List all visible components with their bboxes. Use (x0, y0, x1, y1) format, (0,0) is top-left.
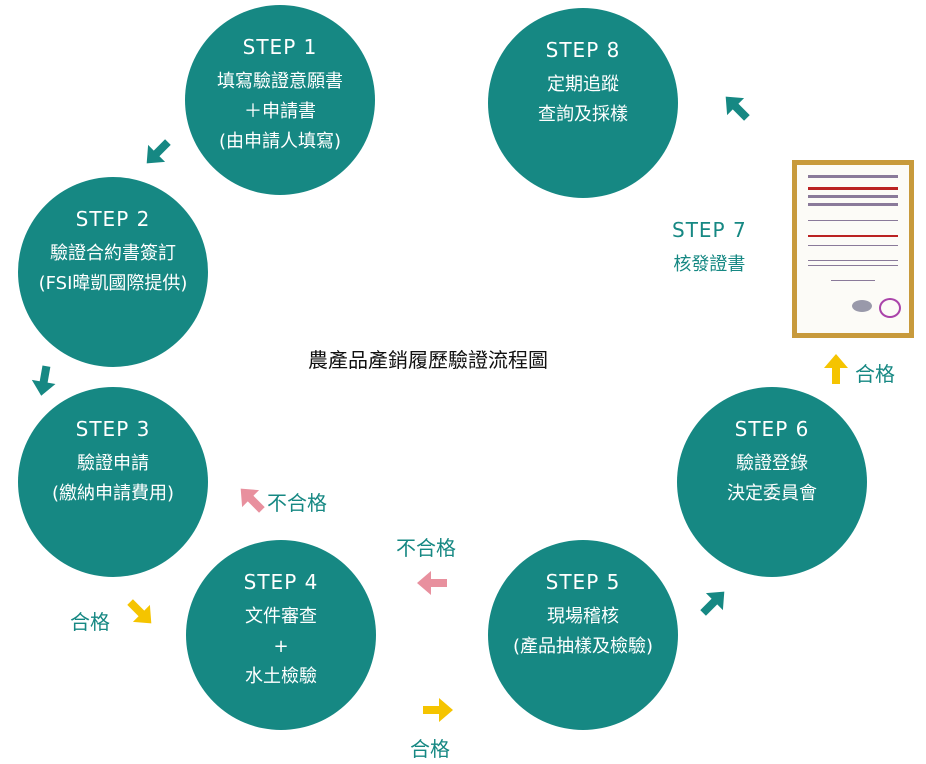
arrow-down-icon (29, 364, 59, 398)
fail-arrow-icon (417, 571, 447, 595)
step-8-circle: STEP 8 定期追蹤 查詢及採樣 (488, 8, 678, 198)
step-label: STEP 4 (243, 570, 319, 594)
certificate-image (792, 160, 914, 338)
step-label: STEP 7 (672, 218, 747, 242)
arrow-up-right-icon (694, 583, 733, 622)
step-label: STEP 5 (545, 570, 621, 594)
step-text: 驗證登錄 (736, 453, 808, 474)
step-2-circle: STEP 2 驗證合約書簽訂 (FSI暐凱國際提供) (18, 177, 208, 367)
pass-label: 合格 (410, 737, 450, 761)
step-text: 填寫驗證意願書 (217, 71, 343, 92)
step-4-circle: STEP 4 文件審查 + 水土檢驗 (186, 540, 376, 730)
arrow-down-left-icon (138, 133, 177, 172)
fail-arrow-icon (232, 480, 271, 519)
step-7-label: STEP 7 核發證書 (672, 218, 747, 276)
step-label: STEP 6 (734, 417, 810, 441)
pass-arrow-icon (423, 698, 453, 722)
fail-label: 不合格 (267, 491, 327, 515)
step-text: + (273, 636, 289, 657)
step-text: 現場稽核 (547, 606, 619, 627)
pass-label: 合格 (855, 362, 895, 386)
step-label: STEP 1 (242, 35, 318, 59)
pass-arrow-icon (121, 593, 160, 632)
step-text: 驗證申請 (77, 453, 149, 474)
step-text: ＋申請書 (244, 101, 316, 122)
step-text: 定期追蹤 (547, 74, 619, 95)
step-text: (產品抽樣及檢驗) (512, 636, 654, 657)
step-3-circle: STEP 3 驗證申請 (繳納申請費用) (18, 387, 208, 577)
step-text: 文件審查 (245, 606, 317, 627)
step-text: (FSI暐凱國際提供) (38, 273, 188, 294)
step-label: STEP 3 (75, 417, 151, 441)
arrow-up-left-icon (717, 88, 756, 127)
step-text: 決定委員會 (727, 483, 817, 504)
step-label: STEP 2 (75, 207, 151, 231)
step-text: (由申請人填寫) (218, 131, 342, 152)
step-text: 驗證合約書簽訂 (50, 243, 176, 264)
step-1-circle: STEP 1 填寫驗證意願書 ＋申請書 (由申請人填寫) (185, 5, 375, 195)
pass-arrow-icon (824, 354, 848, 384)
step-text: 核發證書 (673, 254, 746, 275)
step-label: STEP 8 (545, 38, 621, 62)
step-text: 水土檢驗 (245, 666, 317, 687)
step-text: 查詢及採樣 (538, 104, 628, 125)
step-text: (繳納申請費用) (51, 483, 175, 504)
step-6-circle: STEP 6 驗證登錄 決定委員會 (677, 387, 867, 577)
diagram-title: 農產品產銷履歷驗證流程圖 (308, 348, 548, 372)
step-5-circle: STEP 5 現場稽核 (產品抽樣及檢驗) (488, 540, 678, 730)
fail-label: 不合格 (396, 536, 456, 560)
pass-label: 合格 (70, 610, 110, 634)
